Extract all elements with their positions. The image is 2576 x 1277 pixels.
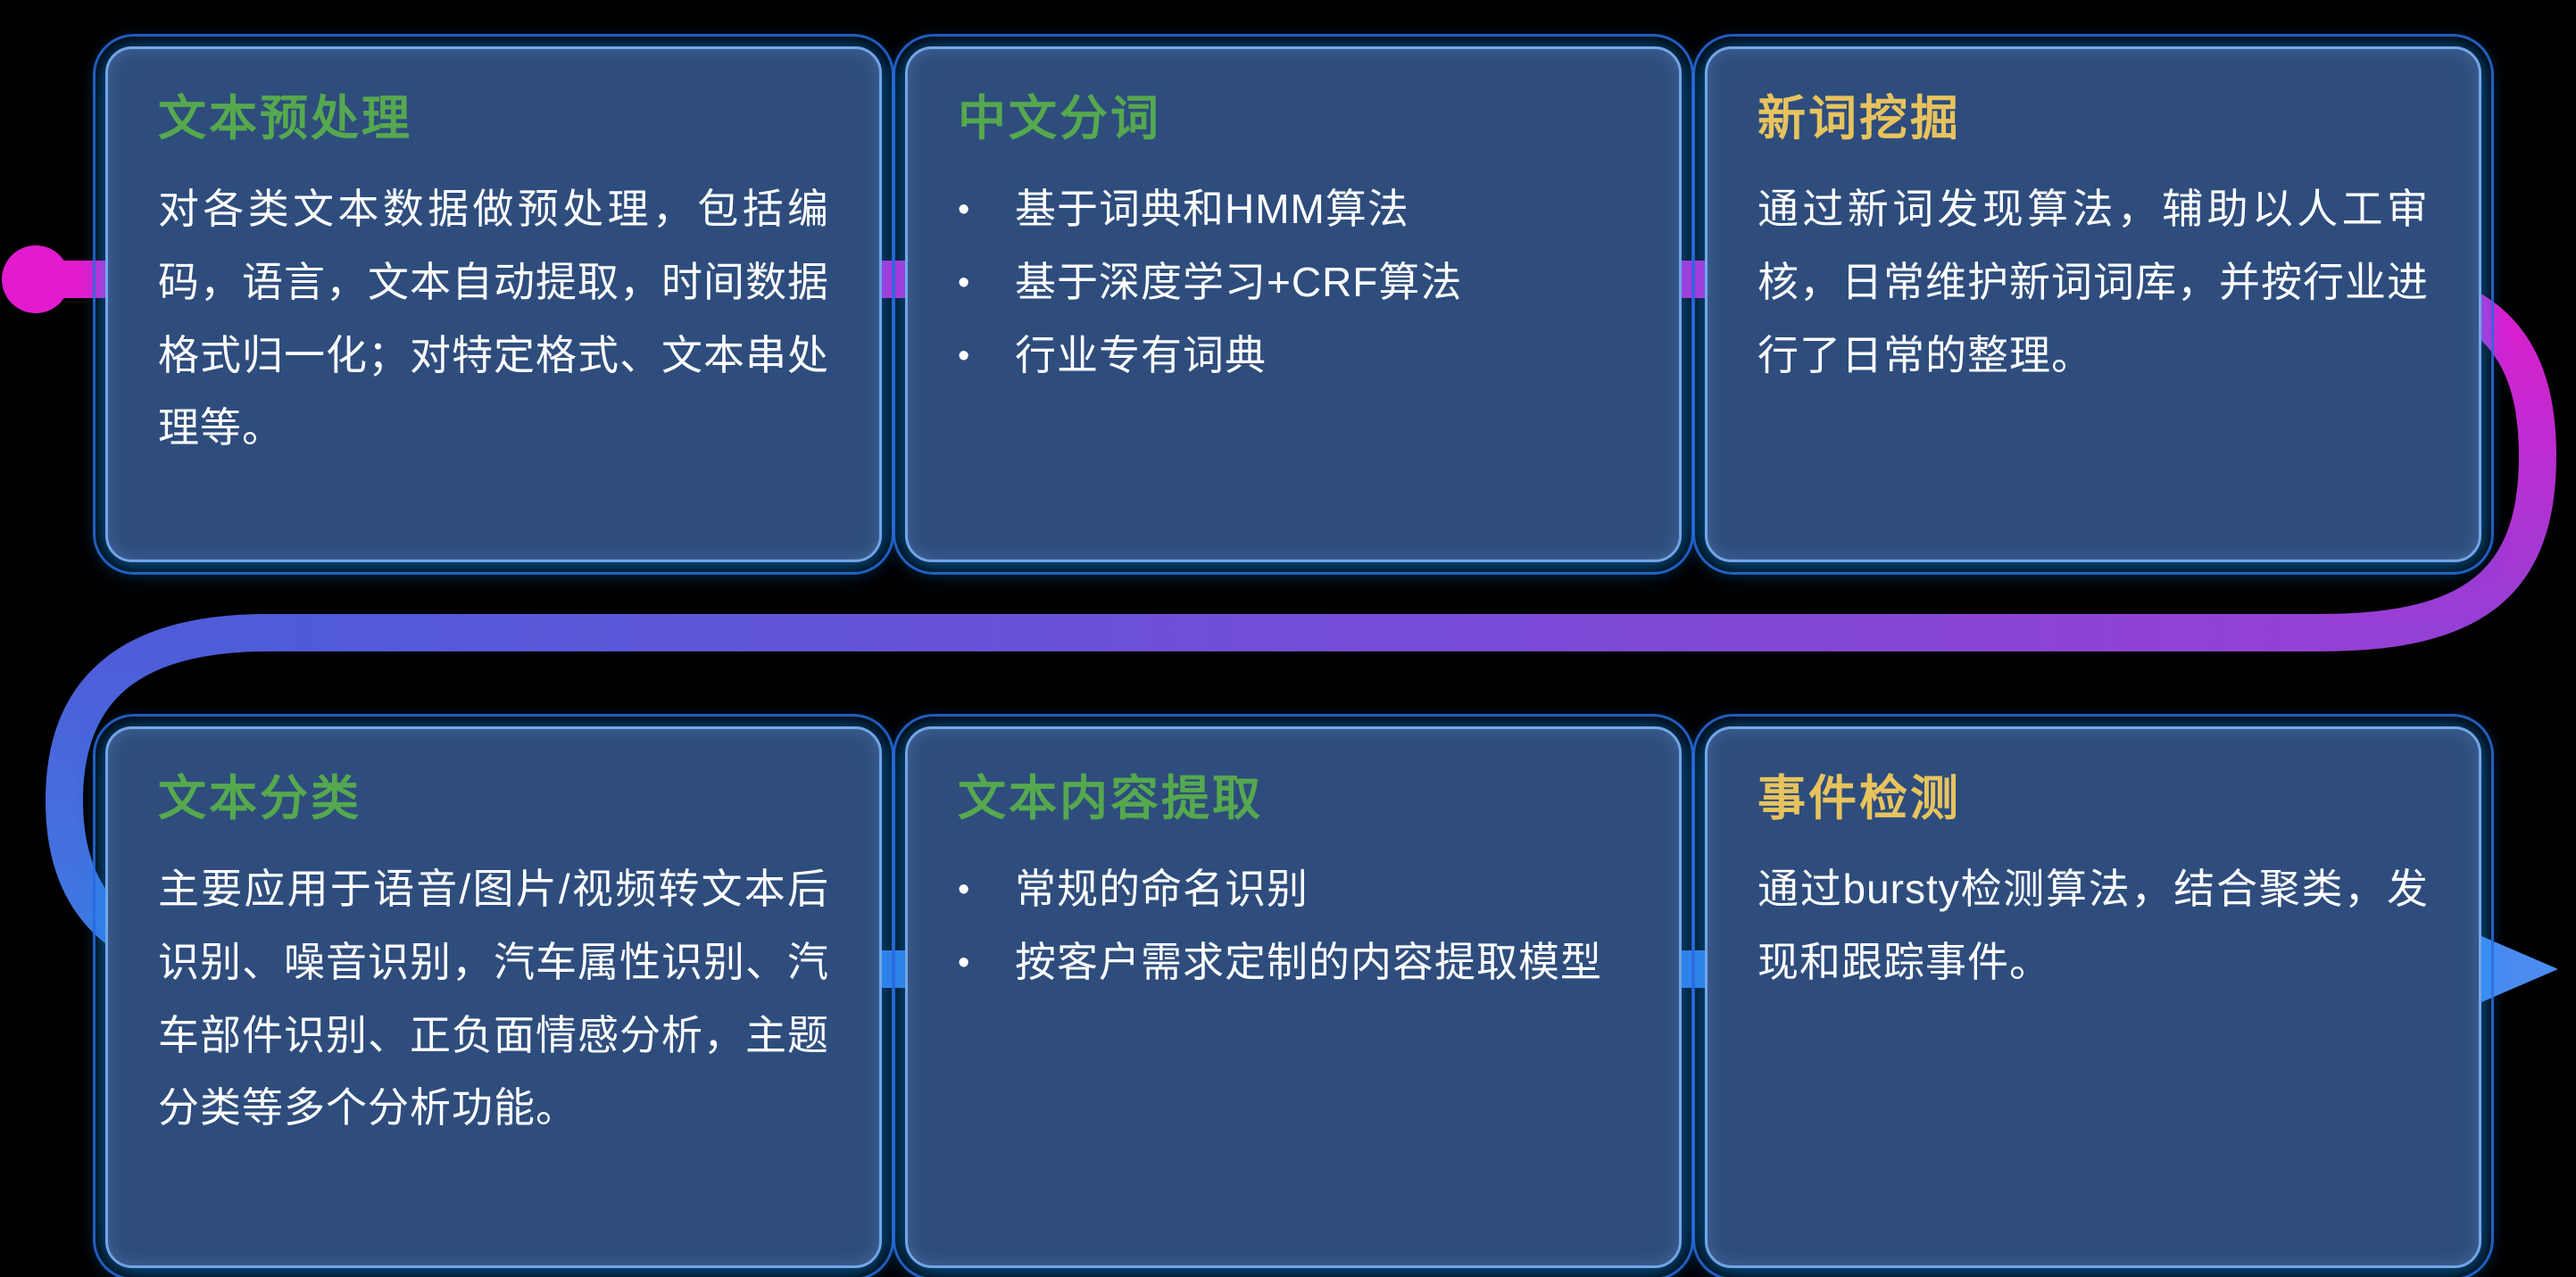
feature-card: 新词挖掘 通过新词发现算法，辅助以人工审核，日常维护新词词库，并按行业进行了日常… (1692, 34, 2494, 575)
bullet-item: 常规的命名识别 (958, 853, 1629, 926)
card-bullet-list: 常规的命名识别按客户需求定制的内容提取模型 (958, 853, 1629, 999)
card-bullet-list: 基于词典和HMM算法基于深度学习+CRF算法行业专有词典 (958, 173, 1629, 393)
card-title: 文本分类 (158, 772, 361, 825)
card-paragraph: 主要应用于语音/图片/视频转文本后识别、噪音识别，汽车属性识别、汽车部件识别、正… (158, 865, 829, 1132)
flow-start-dot (2, 245, 70, 313)
feature-card: 文本内容提取 常规的命名识别按客户需求定制的内容提取模型 (893, 714, 1694, 1277)
card-body: 文本预处理 对各类文本数据做预处理，包括编码，语言，文本自动提取，时间数据格式归… (105, 46, 882, 562)
card-body: 文本分类 主要应用于语音/图片/视频转文本后识别、噪音识别，汽车属性识别、汽车部… (105, 726, 882, 1268)
card-title: 中文分词 (958, 92, 1161, 145)
card-paragraph: 通过新词发现算法，辅助以人工审核，日常维护新词词库，并按行业进行了日常的整理。 (1757, 185, 2429, 378)
feature-card: 文本分类 主要应用于语音/图片/视频转文本后识别、噪音识别，汽车属性识别、汽车部… (93, 714, 894, 1277)
bullet-item: 按客户需求定制的内容提取模型 (958, 926, 1629, 999)
feature-card: 事件检测 通过bursty检测算法，结合聚类，发现和跟踪事件。 (1692, 714, 2494, 1277)
card-body: 新词挖掘 通过新词发现算法，辅助以人工审核，日常维护新词词库，并按行业进行了日常… (1705, 46, 2481, 562)
card-title: 新词挖掘 (1757, 92, 1961, 145)
flow-end-arrow-icon (2467, 930, 2558, 1008)
feature-card: 文本预处理 对各类文本数据做预处理，包括编码，语言，文本自动提取，时间数据格式归… (93, 34, 894, 575)
bullet-item: 基于深度学习+CRF算法 (958, 246, 1629, 319)
card-title: 文本内容提取 (958, 772, 1263, 825)
bullet-item: 基于词典和HMM算法 (958, 173, 1629, 246)
card-title: 事件检测 (1757, 772, 1961, 825)
card-title: 文本预处理 (158, 92, 412, 145)
bullet-item: 行业专有词典 (958, 319, 1629, 393)
card-body: 文本内容提取 常规的命名识别按客户需求定制的内容提取模型 (905, 726, 1682, 1268)
feature-card: 中文分词 基于词典和HMM算法基于深度学习+CRF算法行业专有词典 (893, 34, 1694, 575)
card-body: 事件检测 通过bursty检测算法，结合聚类，发现和跟踪事件。 (1705, 726, 2481, 1268)
card-paragraph: 对各类文本数据做预处理，包括编码，语言，文本自动提取，时间数据格式归一化；对特定… (158, 185, 829, 452)
card-paragraph: 通过bursty检测算法，结合聚类，发现和跟踪事件。 (1757, 865, 2429, 985)
card-body: 中文分词 基于词典和HMM算法基于深度学习+CRF算法行业专有词典 (905, 46, 1682, 562)
